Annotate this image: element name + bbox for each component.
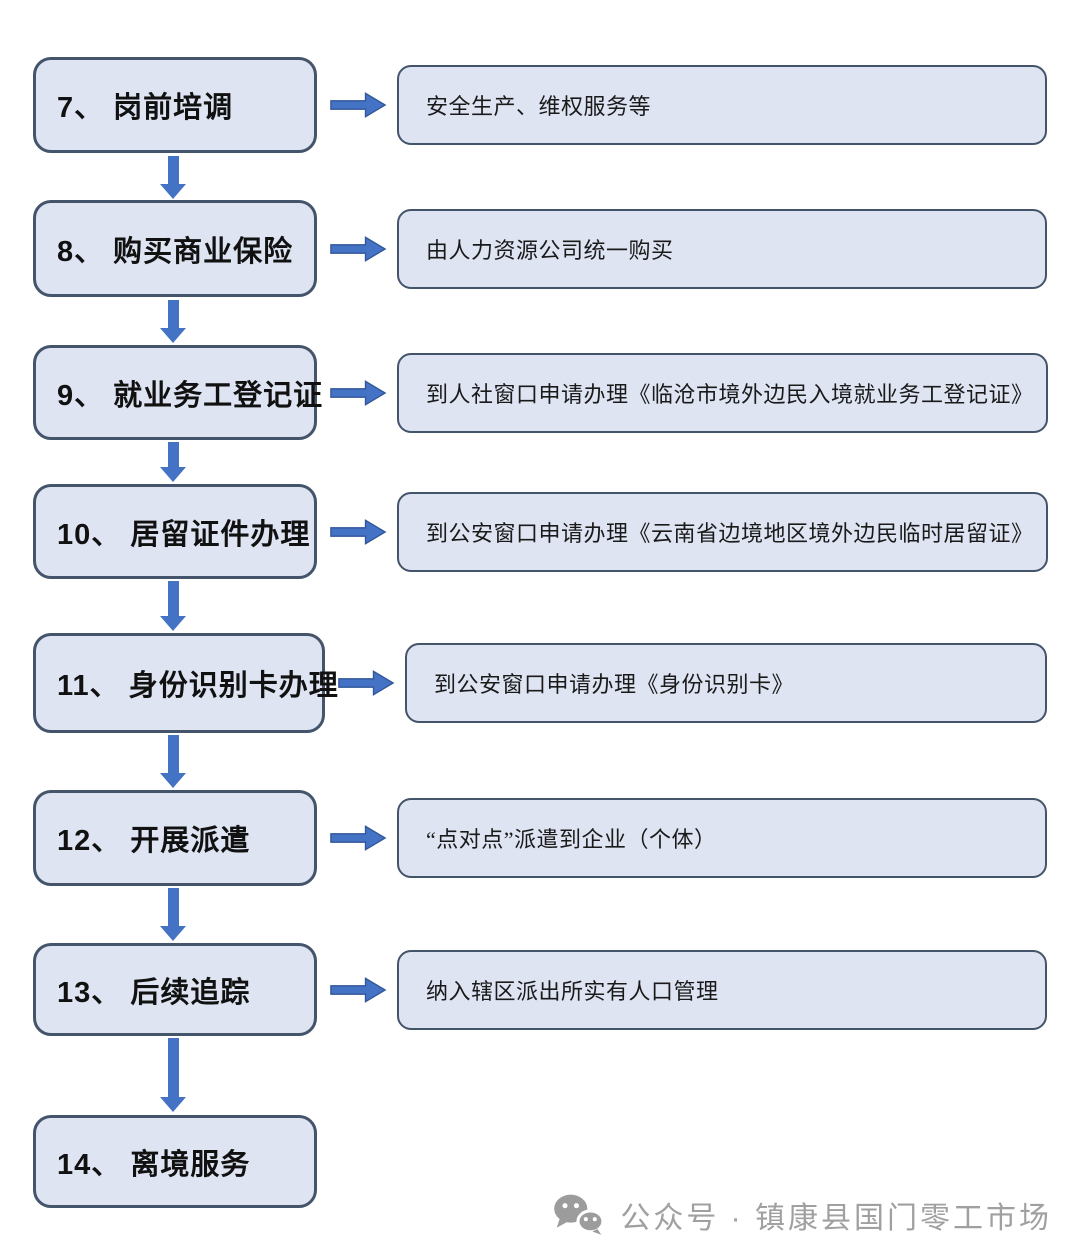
flow-row: 7、 岗前培调 安全生产、维权服务等 xyxy=(33,57,1047,153)
down-arrow-icon xyxy=(160,156,186,199)
step-label: 7、 岗前培调 xyxy=(57,92,234,124)
detail-box: 安全生产、维权服务等 xyxy=(397,65,1047,145)
step-box: 10、 居留证件办理 xyxy=(33,484,317,579)
step-label: 9、 就业务工登记证 xyxy=(57,379,324,412)
detail-text: 到公安窗口申请办理《身份识别卡》 xyxy=(434,672,795,697)
step-label: 10、 居留证件办理 xyxy=(57,518,311,551)
right-arrow-icon xyxy=(329,515,387,549)
flow-row: 11、 身份识别卡办理 到公安窗口申请办理《身份识别卡》 xyxy=(33,633,1047,733)
detail-text: 到公安窗口申请办理《云南省边境地区境外边民临时居留证》 xyxy=(426,520,1034,546)
detail-box: 到人社窗口申请办理《临沧市境外边民入境就业务工登记证》 xyxy=(397,352,1048,433)
flow-row: 14、 离境服务 xyxy=(33,1115,1047,1208)
right-arrow-icon xyxy=(329,821,387,855)
step-box: 9、 就业务工登记证 xyxy=(33,345,322,440)
step-label: 12、 开展派遣 xyxy=(57,825,251,857)
step-box: 12、 开展派遣 xyxy=(33,790,317,886)
step-box: 8、 购买商业保险 xyxy=(33,200,317,297)
footer-text: 公众号 · 镇康县国门零工市场 xyxy=(620,1202,1052,1235)
detail-text: 安全生产、维权服务等 xyxy=(426,94,652,119)
down-arrow-icon xyxy=(160,888,186,941)
step-label: 8、 购买商业保险 xyxy=(57,235,294,268)
right-arrow-icon xyxy=(329,88,387,122)
detail-text: 纳入辖区派出所实有人口管理 xyxy=(426,978,719,1004)
detail-box: 纳入辖区派出所实有人口管理 xyxy=(397,949,1047,1030)
detail-box: “点对点”派遣到企业（个体） xyxy=(397,798,1047,878)
detail-box: 到公安窗口申请办理《身份识别卡》 xyxy=(405,643,1047,723)
flow-row: 12、 开展派遣 “点对点”派遣到企业（个体） xyxy=(33,790,1047,886)
flow-row: 8、 购买商业保险 由人力资源公司统一购买 xyxy=(33,200,1047,297)
detail-text: “点对点”派遣到企业（个体） xyxy=(426,827,717,852)
footer-watermark: 公众号 · 镇康县国门零工市场 xyxy=(552,1192,1052,1238)
right-arrow-icon xyxy=(329,973,387,1007)
right-arrow-icon xyxy=(337,666,395,700)
detail-box: 由人力资源公司统一购买 xyxy=(397,208,1047,289)
flow-row: 9、 就业务工登记证 到人社窗口申请办理《临沧市境外边民入境就业务工登记证》 xyxy=(33,345,1048,440)
down-arrow-icon xyxy=(160,735,186,788)
step-box: 14、 离境服务 xyxy=(33,1115,317,1208)
step-label: 13、 后续追踪 xyxy=(57,976,251,1009)
detail-box: 到公安窗口申请办理《云南省边境地区境外边民临时居留证》 xyxy=(397,491,1048,572)
down-arrow-icon xyxy=(160,300,186,343)
step-box: 13、 后续追踪 xyxy=(33,943,317,1036)
step-label: 11、 身份识别卡办理 xyxy=(57,670,339,702)
wechat-icon xyxy=(552,1194,606,1236)
down-arrow-icon xyxy=(160,442,186,482)
right-arrow-icon xyxy=(329,232,387,266)
step-box: 7、 岗前培调 xyxy=(33,57,317,153)
right-arrow-icon xyxy=(329,376,387,410)
step-label: 14、 离境服务 xyxy=(57,1148,251,1181)
down-arrow-icon xyxy=(160,581,186,631)
detail-text: 由人力资源公司统一购买 xyxy=(426,237,674,263)
step-box: 11、 身份识别卡办理 xyxy=(33,633,338,733)
down-arrow-icon xyxy=(160,1038,186,1112)
flow-row: 10、 居留证件办理 到公安窗口申请办理《云南省边境地区境外边民临时居留证》 xyxy=(33,484,1048,579)
detail-text: 到人社窗口申请办理《临沧市境外边民入境就业务工登记证》 xyxy=(426,381,1034,407)
flow-row: 13、 后续追踪 纳入辖区派出所实有人口管理 xyxy=(33,943,1047,1036)
